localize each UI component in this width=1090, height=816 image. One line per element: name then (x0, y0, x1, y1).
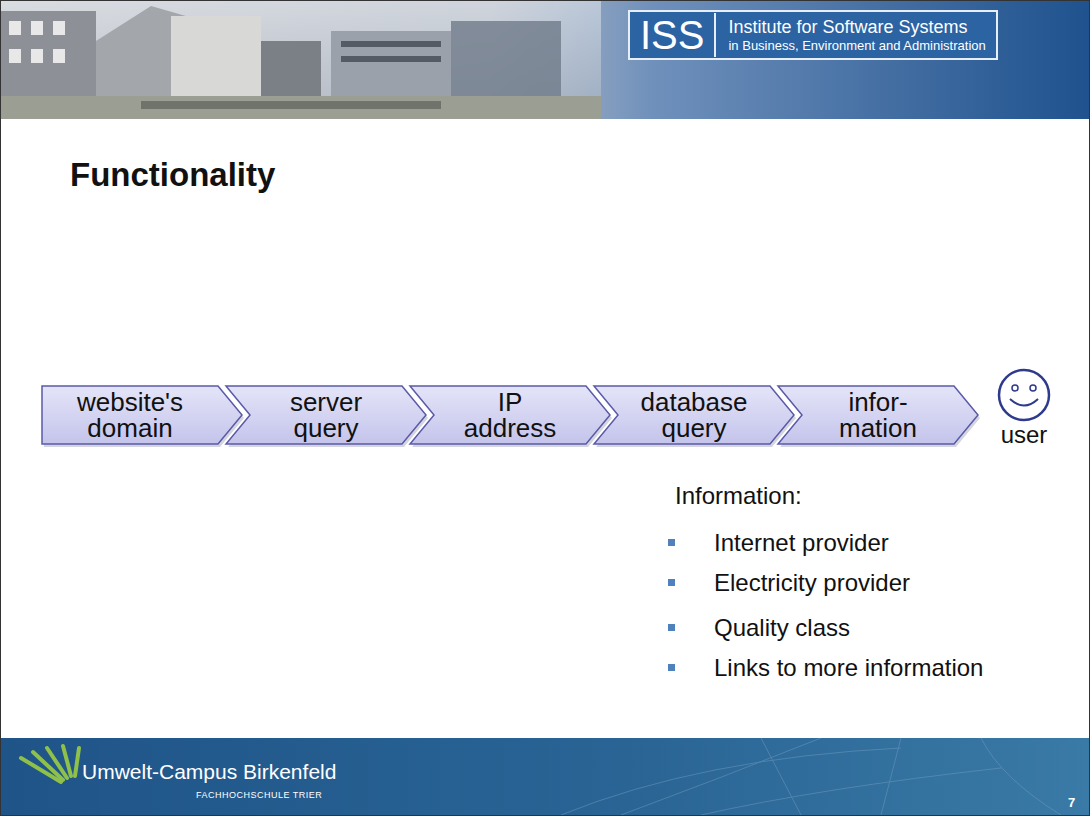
slide-title: Functionality (70, 156, 275, 194)
process-chevron: infor- mation (778, 386, 978, 444)
logo-subtitle: Institute for Software Systemsin Busines… (728, 17, 985, 54)
footer-school: FACHHOCHSCHULE TRIER (196, 790, 322, 800)
process-chevron: IP address (410, 386, 610, 444)
step-label: database query (641, 389, 748, 441)
page-number: 7 (1068, 796, 1075, 811)
info-heading: Information: (675, 482, 802, 510)
step-label: server query (290, 389, 362, 441)
bullet-item: Quality class (714, 614, 850, 642)
footer-logo-text: Umwelt-Campus Birkenfeld (82, 760, 336, 784)
step-label: website's domain (77, 389, 183, 441)
user-actor: user (992, 368, 1056, 448)
logo-tagline: in Business, Environment and Administrat… (728, 38, 985, 54)
bullet-item: Electricity provider (714, 569, 910, 597)
logo-name: Institute for Software Systems (728, 17, 985, 38)
bullet-markers (666, 530, 686, 690)
logo-box: ISS Institute for Software Systemsin Busi… (628, 10, 998, 60)
process-chevron: database query (594, 386, 794, 444)
process-chevron: website's domain (42, 386, 242, 444)
bullet-item: Links to more information (714, 654, 983, 682)
bullet-item: Internet provider (714, 529, 889, 557)
process-chevron: server query (226, 386, 426, 444)
step-label: IP address (464, 389, 557, 441)
logo-acronym: ISS (640, 13, 716, 57)
actor-label: user (992, 422, 1056, 448)
step-label: infor- mation (839, 389, 917, 441)
smiley-face (992, 368, 1056, 424)
